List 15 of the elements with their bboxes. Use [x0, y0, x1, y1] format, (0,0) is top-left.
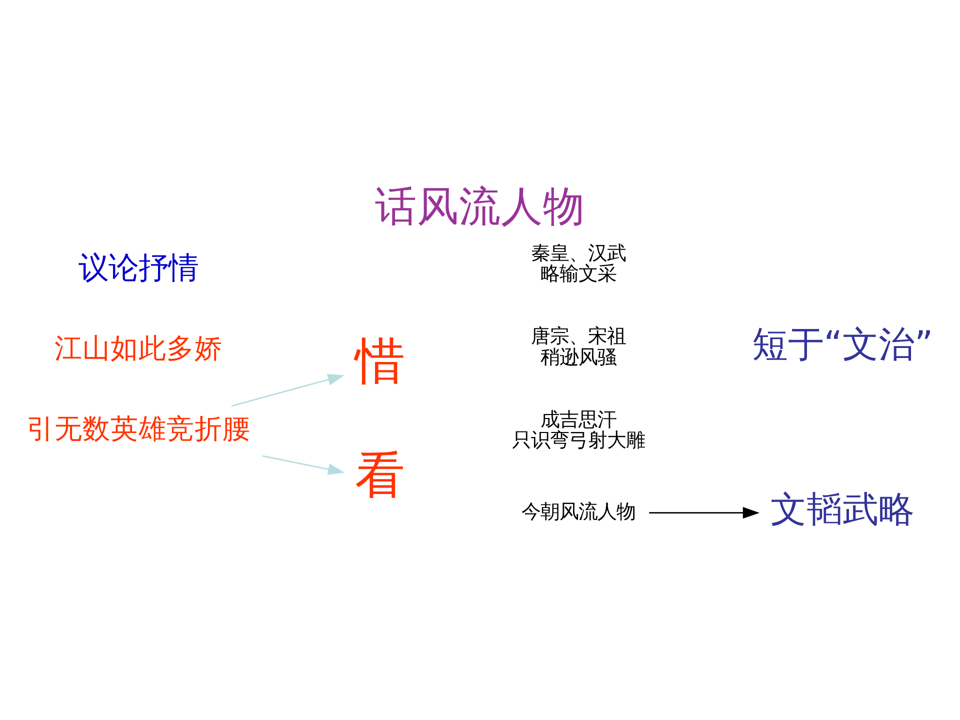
node-text: 文韬武略 — [770, 490, 914, 531]
node-text: 成吉思汗 只识弯弓射大雕 — [512, 408, 645, 452]
arrow — [231, 374, 345, 407]
node-text: 看 — [355, 446, 406, 504]
node-text: 议论抒情 — [78, 251, 198, 286]
node-text: 唐宗、宋祖 稍逊风骚 — [530, 324, 626, 368]
arrow — [649, 506, 760, 519]
node-text: 今朝风流人物 — [521, 500, 636, 523]
diagram-title: 话风流人物 — [375, 181, 585, 230]
node-text: 短于“文治” — [752, 324, 934, 366]
node-text: 引无数英雄竞折腰 — [26, 412, 250, 445]
node-text: 秦皇、汉武 略输文采 — [530, 241, 626, 286]
node-text: 江山如此多娇 — [54, 332, 222, 365]
node-text: 惜 — [355, 332, 406, 390]
arrow — [262, 455, 345, 476]
